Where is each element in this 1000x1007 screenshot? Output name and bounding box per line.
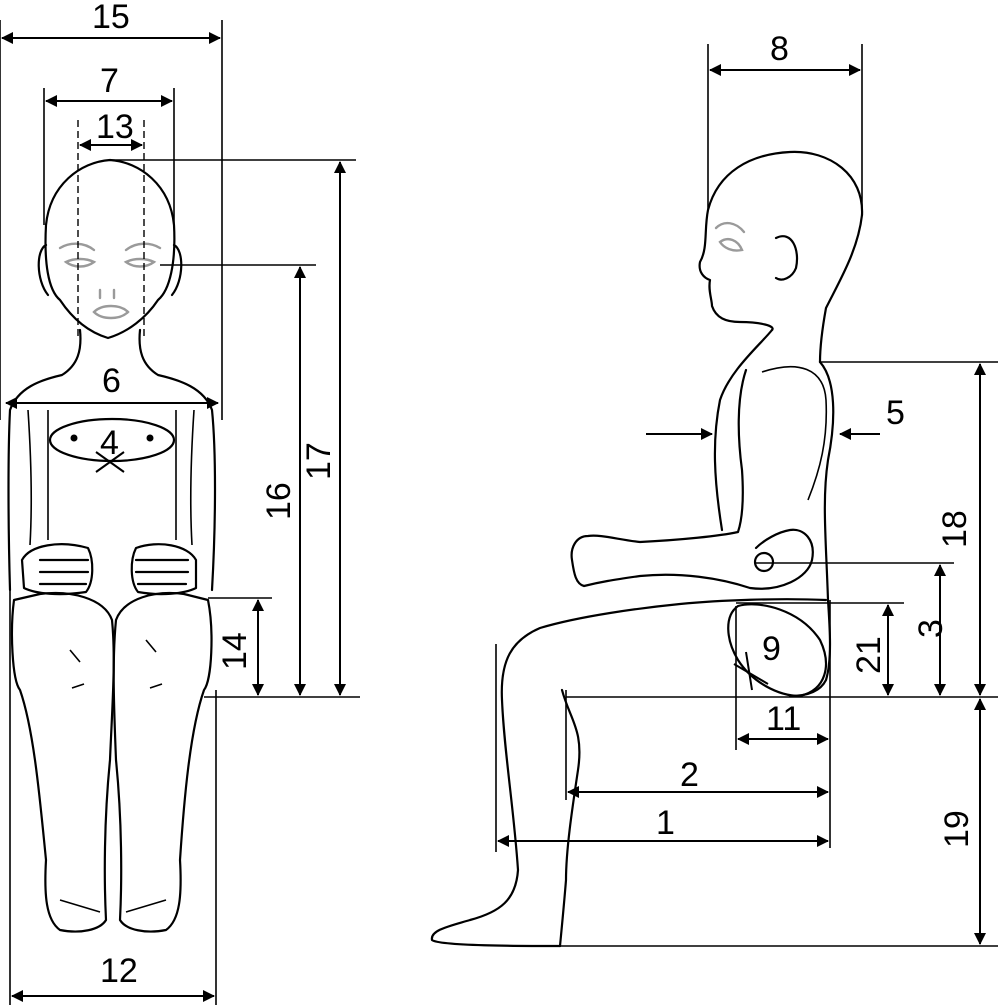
label-17: 17 bbox=[300, 442, 338, 480]
side-lower-leg bbox=[430, 698, 562, 948]
label-2: 2 bbox=[680, 756, 699, 794]
elbow-marker bbox=[753, 551, 775, 573]
dimension-labels: 15 7 13 6 4 12 14 16 17 8 5 18 3 21 9 11… bbox=[92, 0, 976, 990]
label-19: 19 bbox=[938, 810, 976, 848]
label-11: 11 bbox=[766, 700, 801, 738]
side-back bbox=[788, 360, 835, 698]
front-left-ear bbox=[37, 243, 50, 297]
label-8: 8 bbox=[770, 30, 789, 68]
front-left-leg bbox=[10, 591, 115, 933]
front-right-arm-line bbox=[189, 409, 195, 546]
chest-cross-mark bbox=[95, 451, 125, 473]
label-3: 3 bbox=[912, 619, 950, 638]
right-nipple-dot bbox=[146, 434, 154, 442]
label-15: 15 bbox=[92, 0, 130, 36]
side-neck-back bbox=[818, 213, 864, 364]
side-arm-inner bbox=[761, 365, 828, 501]
front-view-dimensions bbox=[0, 20, 360, 1005]
left-nipple-dot bbox=[70, 434, 78, 442]
side-view-dimensions bbox=[495, 44, 998, 947]
label-16: 16 bbox=[260, 482, 298, 520]
side-view-figure bbox=[430, 150, 864, 948]
label-12: 12 bbox=[100, 952, 138, 990]
label-7: 7 bbox=[100, 62, 119, 100]
front-head bbox=[44, 158, 176, 340]
front-left-arm-line bbox=[27, 409, 33, 546]
label-1: 1 bbox=[656, 804, 675, 842]
front-right-leg bbox=[112, 591, 213, 933]
side-head bbox=[698, 150, 864, 332]
front-face-features bbox=[58, 242, 162, 320]
side-face-features bbox=[714, 221, 746, 252]
label-14: 14 bbox=[216, 632, 254, 670]
side-ear bbox=[774, 235, 799, 281]
label-4: 4 bbox=[100, 424, 119, 462]
buttock-cross-mark bbox=[733, 651, 769, 691]
front-view-figure bbox=[7, 120, 217, 933]
buttock-ellipse bbox=[727, 603, 828, 698]
label-21: 21 bbox=[850, 636, 888, 674]
label-6: 6 bbox=[102, 362, 121, 400]
front-knee-marks bbox=[59, 639, 167, 913]
label-5: 5 bbox=[886, 394, 905, 432]
front-right-hand bbox=[130, 543, 198, 596]
side-torso-front bbox=[713, 328, 774, 532]
label-9: 9 bbox=[762, 630, 781, 668]
front-left-hand bbox=[20, 543, 94, 596]
side-thigh-top bbox=[500, 598, 828, 702]
side-calf-back bbox=[558, 688, 581, 948]
side-arm bbox=[570, 368, 814, 590]
label-13: 13 bbox=[96, 108, 134, 146]
label-18: 18 bbox=[936, 510, 974, 548]
front-right-ear bbox=[170, 243, 183, 297]
